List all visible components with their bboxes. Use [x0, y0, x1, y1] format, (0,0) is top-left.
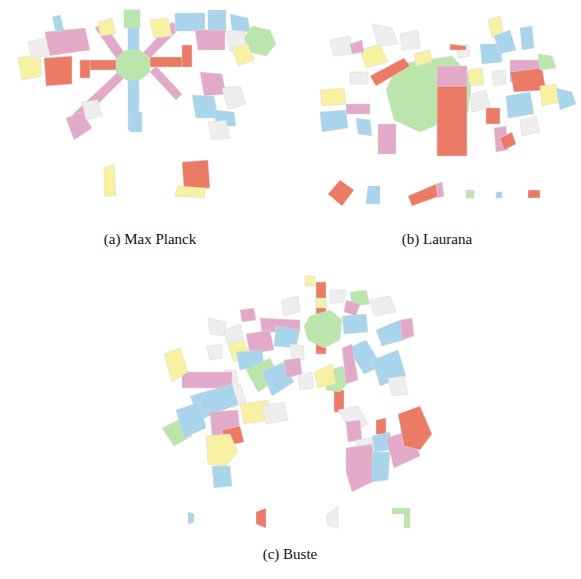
subfigure-caption: (a) Max Planck [102, 231, 198, 248]
laurana-unfolding [320, 16, 576, 206]
subfigure-caption: (c) Buste [261, 546, 320, 563]
max-planck-unfolding [18, 10, 276, 198]
buste-unfolding [162, 276, 432, 528]
subfigure-caption: (b) Laurana [400, 231, 474, 248]
